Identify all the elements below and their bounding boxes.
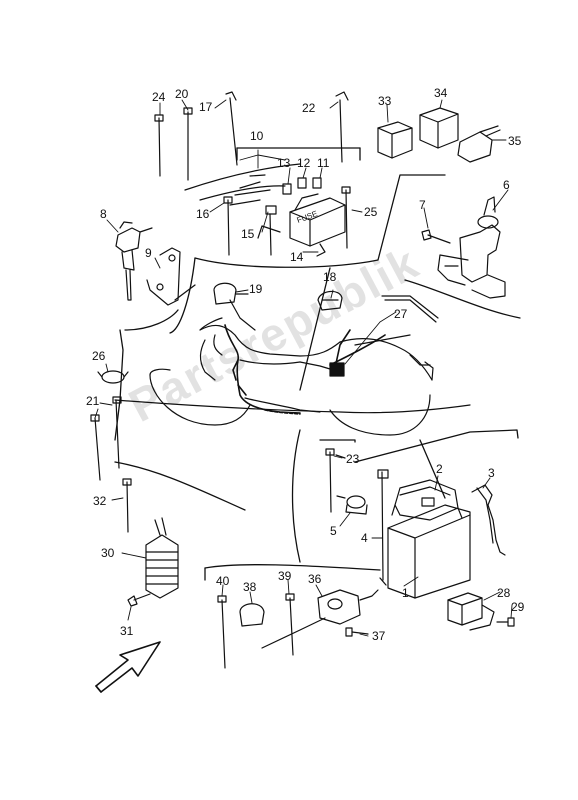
rectifier-part — [145, 517, 179, 599]
cable-tie-part-32 — [122, 478, 132, 533]
battery-band-part — [391, 479, 463, 521]
fuse-parts — [282, 177, 322, 195]
callout-14: 14 — [290, 250, 304, 264]
callout-12: 12 — [297, 156, 311, 170]
callout-4: 4 — [361, 531, 368, 545]
fuse-label: FUSE — [296, 209, 319, 225]
callout-16: 16 — [196, 207, 210, 221]
fuse-box-part — [257, 193, 346, 257]
cable-tie-part-39 — [285, 593, 295, 656]
callout-21: 21 — [86, 394, 100, 408]
callout-3: 3 — [488, 466, 495, 480]
cable-tie-part-17 — [225, 91, 238, 166]
front-direction-arrow-icon — [95, 641, 161, 693]
sensor-part-8 — [115, 221, 153, 301]
leader-lines — [94, 99, 513, 637]
wire-harness — [224, 324, 386, 415]
fuse-harness — [184, 163, 301, 206]
bolt-part-7 — [421, 229, 451, 244]
wire-part-27 — [381, 295, 439, 323]
cable-tie-part-20 — [183, 107, 193, 181]
cable-tie-part-16 — [223, 196, 233, 256]
relay-part-28 — [447, 592, 495, 631]
callout-19: 19 — [249, 282, 263, 296]
callout-36: 36 — [308, 572, 322, 586]
callout-40: 40 — [216, 574, 230, 588]
clamp-part-18 — [317, 290, 343, 311]
cable-tie-part-40 — [217, 595, 227, 669]
clamp-part-38 — [239, 603, 265, 627]
solenoid-part-36 — [261, 589, 379, 649]
callout-23: 23 — [346, 452, 360, 466]
relay-part-33 — [377, 121, 413, 159]
callout-27: 27 — [394, 307, 408, 321]
relay-part-34 — [419, 107, 459, 149]
callout-1: 1 — [402, 586, 409, 600]
battery-cable-part — [471, 484, 506, 556]
callout-20: 20 — [175, 87, 189, 101]
connector-part-35 — [457, 125, 501, 163]
callout-30: 30 — [101, 546, 115, 560]
section-outlines — [114, 147, 521, 581]
callout-24: 24 — [152, 90, 166, 104]
callout-29: 29 — [511, 600, 525, 614]
battery-rod-part — [377, 469, 389, 586]
motorcycle-silhouette — [114, 317, 471, 436]
bolt-part-31 — [127, 593, 151, 607]
callout-25: 25 — [364, 205, 378, 219]
clamp-part-19 — [213, 282, 256, 331]
callout-8: 8 — [100, 207, 107, 221]
bracket-part-9 — [146, 247, 181, 306]
clip-part-26 — [97, 370, 129, 384]
central-connector-part — [329, 362, 345, 377]
callout-13: 13 — [277, 156, 291, 170]
callout-18: 18 — [323, 270, 337, 284]
callout-32: 32 — [93, 494, 107, 508]
screw-part-29 — [496, 617, 515, 627]
callout-26: 26 — [92, 349, 106, 363]
callout-31: 31 — [120, 624, 134, 638]
callout-39: 39 — [278, 569, 292, 583]
callout-9: 9 — [145, 246, 152, 260]
battery-part — [387, 504, 471, 599]
cable-tie-part-25 — [341, 186, 351, 249]
callout-37: 37 — [372, 629, 386, 643]
callout-11: 11 — [317, 156, 330, 170]
cable-tie-part-24 — [154, 114, 164, 177]
callout-17: 17 — [199, 100, 213, 114]
ignition-switch-part — [437, 196, 506, 299]
callout-6: 6 — [503, 178, 510, 192]
cable-tie-part-21 — [90, 396, 122, 481]
bolt-part-37 — [345, 627, 369, 637]
callout-2: 2 — [436, 462, 443, 476]
cable-tie-part-22 — [335, 91, 349, 163]
callout-34: 34 — [434, 86, 448, 100]
callout-7: 7 — [419, 198, 426, 212]
callout-38: 38 — [243, 580, 257, 594]
svg-text:FUSE: FUSE — [296, 209, 319, 225]
callout-33: 33 — [378, 94, 392, 108]
callout-28: 28 — [497, 586, 511, 600]
callout-15: 15 — [241, 227, 255, 241]
callout-22: 22 — [302, 101, 316, 115]
callout-10: 10 — [250, 129, 264, 143]
cable-tie-part-23 — [325, 448, 346, 513]
connector-part-15 — [265, 205, 277, 256]
callout-35: 35 — [508, 134, 522, 148]
callout-5: 5 — [330, 524, 337, 538]
clamp-part-5 — [336, 495, 368, 515]
